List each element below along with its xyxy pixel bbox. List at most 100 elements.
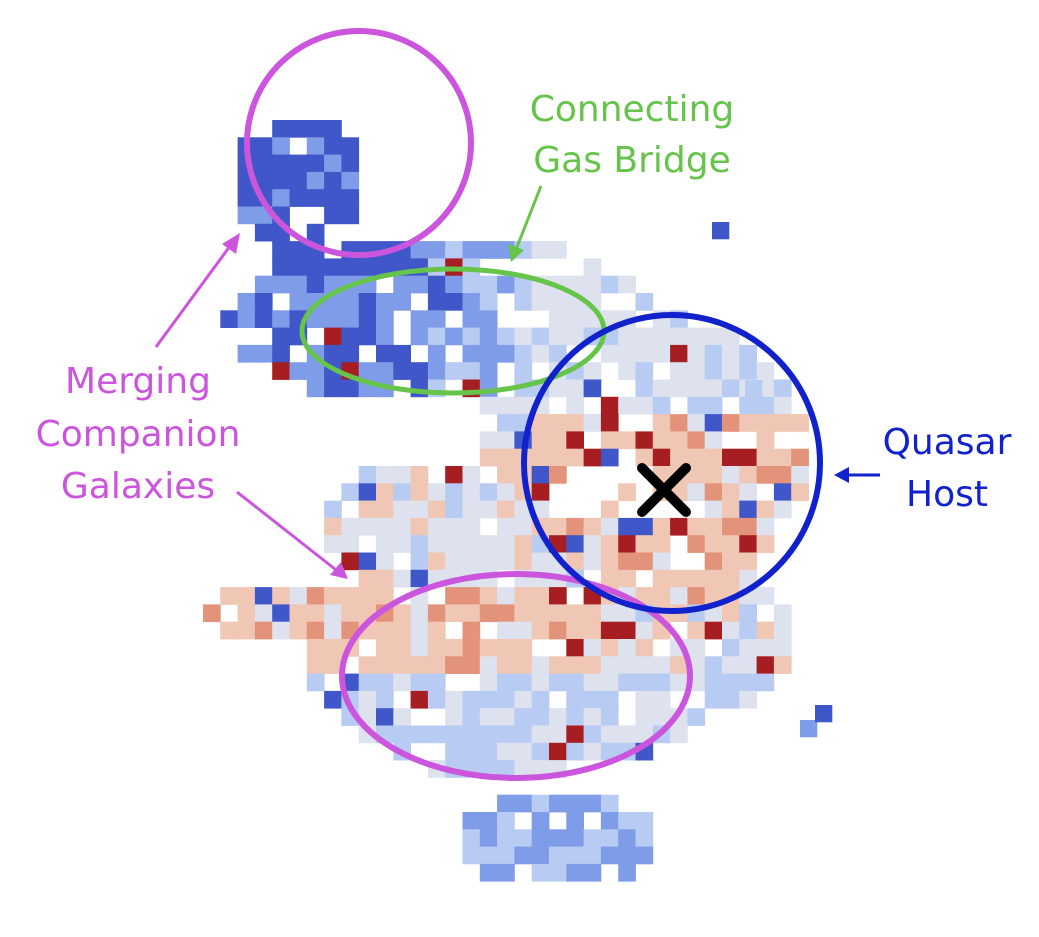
map-pixel — [324, 344, 342, 363]
map-pixel — [600, 621, 619, 640]
map-pixel — [687, 448, 706, 467]
map-pixel — [583, 794, 602, 813]
map-pixel — [358, 483, 377, 501]
map-pixel — [704, 396, 723, 415]
map-pixel — [583, 742, 602, 761]
map-pixel — [427, 241, 446, 259]
map-pixel — [514, 621, 533, 640]
map-pixel — [497, 483, 515, 501]
map-pixel — [376, 690, 394, 709]
map-pixel — [722, 569, 740, 588]
map-pixel — [583, 863, 602, 882]
map-pixel — [410, 621, 429, 640]
map-pixel — [497, 500, 515, 519]
map-pixel — [479, 846, 498, 865]
map-pixel — [462, 466, 481, 484]
map-pixel — [583, 708, 602, 726]
map-pixel — [479, 690, 498, 709]
map-pixel — [306, 379, 325, 398]
map-pixel — [514, 708, 533, 726]
map-pixel — [773, 379, 792, 398]
map-pixel — [739, 569, 757, 588]
map-pixel — [618, 673, 636, 692]
map-pixel — [479, 362, 498, 380]
map-pixel — [306, 673, 325, 692]
map-pixel — [549, 742, 567, 761]
map-pixel — [756, 448, 775, 467]
map-pixel — [652, 344, 671, 363]
map-pixel — [376, 569, 394, 588]
map-pixel — [722, 604, 740, 623]
map-pixel — [462, 846, 481, 865]
map-pixel — [393, 725, 411, 744]
map-pixel — [704, 431, 723, 450]
map-pixel — [773, 500, 792, 519]
map-pixel — [289, 362, 308, 380]
map-pixel — [341, 552, 360, 571]
map-pixel — [549, 794, 567, 813]
map-pixel — [635, 344, 654, 363]
map-pixel — [306, 120, 325, 138]
map-pixel — [479, 863, 498, 882]
map-pixel — [410, 690, 429, 709]
map-pixel — [479, 656, 498, 674]
map-pixel — [497, 863, 515, 882]
map-pixel — [497, 414, 515, 432]
companion-bottom-ellipse — [339, 571, 693, 781]
map-pixel — [618, 621, 636, 640]
map-pixel — [237, 621, 256, 640]
map-pixel — [739, 362, 757, 380]
map-pixel — [479, 604, 498, 623]
map-pixel — [722, 690, 740, 709]
map-pixel — [600, 569, 619, 588]
map-pixel — [635, 708, 654, 726]
map-pixel — [531, 587, 550, 605]
map-pixel — [237, 189, 256, 207]
map-pixel — [324, 154, 342, 173]
map-pixel — [254, 344, 273, 363]
map-pixel — [237, 293, 256, 311]
map-pixel — [410, 604, 429, 623]
map-pixel — [497, 396, 515, 415]
map-pixel — [272, 587, 290, 605]
map-pixel — [635, 829, 654, 847]
map-pixel — [324, 310, 342, 328]
map-pixel — [479, 639, 498, 657]
map-pixel — [272, 344, 290, 363]
map-pixel — [324, 171, 342, 190]
map-pixel — [514, 293, 533, 311]
map-pixel — [462, 344, 481, 363]
map-pixel — [549, 829, 567, 847]
map-pixel — [739, 552, 757, 571]
map-pixel — [549, 431, 567, 450]
map-pixel — [687, 639, 706, 657]
map-pixel — [220, 621, 238, 640]
map-pixel — [618, 517, 636, 536]
map-pixel — [600, 639, 619, 657]
map-pixel — [272, 362, 290, 380]
map-pixel — [756, 587, 775, 605]
map-pixel — [549, 379, 567, 398]
map-pixel — [712, 222, 730, 240]
map-pixel — [358, 690, 377, 709]
map-pixel — [376, 310, 394, 328]
map-pixel — [531, 327, 550, 346]
map-pixel — [600, 725, 619, 744]
map-pixel — [254, 587, 273, 605]
map-pixel — [531, 466, 550, 484]
map-pixel — [566, 552, 584, 571]
map-pixel — [324, 206, 342, 225]
map-pixel — [497, 812, 515, 830]
map-pixel — [479, 448, 498, 467]
map-pixel — [237, 344, 256, 363]
map-pixel — [652, 673, 671, 692]
map-pixel — [324, 517, 342, 536]
map-pixel — [739, 639, 757, 657]
map-pixel — [600, 500, 619, 519]
map-pixel — [341, 258, 360, 277]
map-pixel — [410, 552, 429, 571]
map-pixel — [393, 656, 411, 674]
map-pixel — [773, 448, 792, 467]
map-pixel — [800, 720, 818, 738]
map-pixel — [254, 154, 273, 173]
